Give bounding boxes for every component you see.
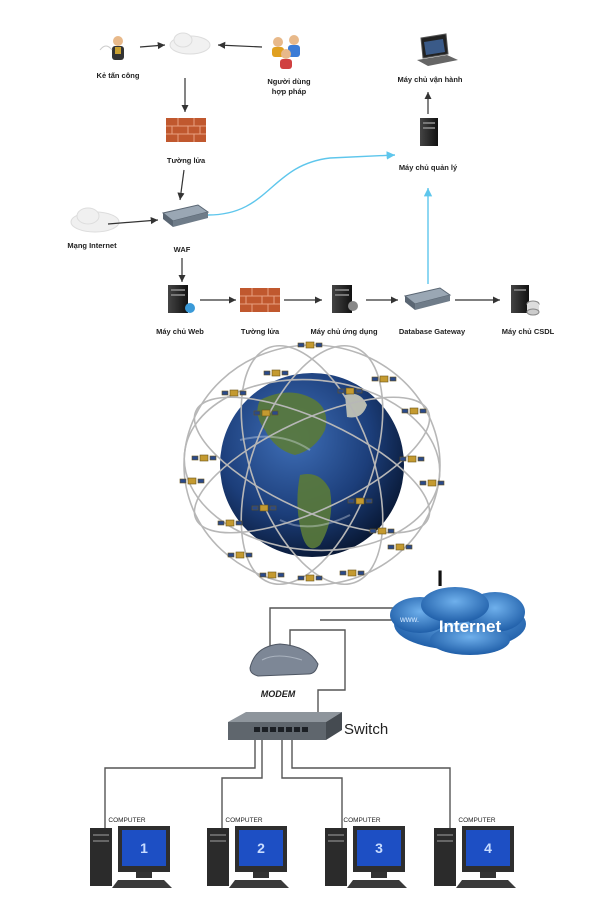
- db-gateway-label: Database Gateway: [399, 327, 466, 336]
- satellites: [179, 341, 445, 582]
- mgmt-server-label: Máy chủ quản lý: [399, 163, 458, 172]
- switch-label: Switch: [344, 721, 388, 738]
- computer-icon: [207, 826, 289, 888]
- computer-number: 4: [484, 840, 492, 856]
- internet-cloud-left-icon: [70, 207, 120, 233]
- computer-4: COMPUTER 4: [434, 817, 516, 888]
- firewall-icon: [240, 288, 280, 312]
- computer-number: 2: [257, 840, 265, 856]
- waf-device-icon: [161, 204, 210, 227]
- computer-number: 3: [375, 840, 383, 856]
- gateway-device-icon: [403, 287, 452, 310]
- firewall-to-waf-arrow: [177, 169, 185, 201]
- legit-user-label-2: hợp pháp: [272, 87, 307, 96]
- computer-2: COMPUTER 2: [207, 817, 289, 888]
- satellite-icon: [387, 543, 413, 551]
- modem-label: MODEM: [261, 689, 296, 699]
- user-to-cloud-arrow: [217, 41, 263, 49]
- computer-1: COMPUTER 1: [90, 817, 172, 888]
- app-server-icon: [332, 285, 358, 313]
- waf-node: WAF: [161, 204, 210, 254]
- mgmt-server-node: Máy chủ quản lý: [399, 118, 458, 172]
- computer-label: COMPUTER: [458, 817, 496, 824]
- users-group-icon: [272, 35, 300, 69]
- switch-node: Switch: [228, 712, 388, 740]
- satellite-icon: [347, 497, 373, 505]
- satellite-icon: [253, 409, 279, 417]
- attacker-node: Kẻ tấn công: [97, 36, 140, 80]
- computer-icon: [325, 826, 407, 888]
- computer-label: COMPUTER: [225, 817, 263, 824]
- web-server-icon: [168, 285, 195, 313]
- modem-icon: [249, 643, 319, 677]
- cloud-swirls: [239, 435, 351, 528]
- satellite-icon: [259, 571, 285, 579]
- internet-to-waf-arrow: [107, 216, 159, 225]
- satellite-icon: [191, 454, 217, 462]
- satellite-icon: [401, 407, 427, 415]
- computer-icon: [90, 826, 172, 888]
- db-server-node: Máy chủ CSDL: [502, 285, 555, 336]
- satellite-icon: [337, 387, 363, 395]
- satellite-icon: [297, 341, 323, 349]
- firewall-top-node: Tường lửa: [166, 118, 206, 165]
- waf-to-mgmt-cyan-arrow: [207, 151, 396, 216]
- satellite-icon: [419, 479, 445, 487]
- attacker-icon: [99, 36, 124, 60]
- firewall-top-label: Tường lửa: [167, 156, 206, 165]
- app-server-node: Máy chủ ứng dụng: [310, 285, 378, 336]
- legit-user-label-1: Người dùng: [267, 77, 311, 86]
- cloud-small-text: www.: [399, 615, 419, 624]
- satellite-icon: [339, 569, 365, 577]
- legit-user-node: Người dùng hợp pháp: [267, 35, 311, 96]
- satellite-icon: [371, 375, 397, 383]
- cloud-label: Internet: [439, 617, 502, 636]
- web-server-node: Máy chủ Web: [156, 285, 204, 336]
- computer-3: COMPUTER 3: [325, 817, 407, 888]
- db-gateway-node: Database Gateway: [399, 287, 466, 336]
- satellite-icon: [221, 389, 247, 397]
- satellite-icon: [369, 527, 395, 535]
- computer-number: 1: [140, 840, 148, 856]
- computer-icon: [434, 826, 516, 888]
- internet-cloud-top-icon: [169, 32, 211, 55]
- attacker-label: Kẻ tấn công: [97, 71, 140, 80]
- modem-node: MODEM: [249, 643, 319, 699]
- lan-network: www. Internet MODEM: [90, 587, 526, 888]
- laptop-icon: [417, 33, 458, 66]
- network-cables: [104, 607, 451, 840]
- satellite-globe: [179, 341, 445, 586]
- switch-icon: [228, 712, 342, 740]
- continents: [257, 392, 367, 549]
- satellite-icon: [217, 519, 243, 527]
- divider-mark: I: [437, 566, 443, 591]
- ops-server-node: Máy chủ vận hành: [397, 33, 463, 84]
- firewall-icon: [166, 118, 206, 142]
- satellite-icon: [297, 574, 323, 582]
- db-server-label: Máy chủ CSDL: [502, 327, 555, 336]
- computer-label: COMPUTER: [108, 817, 146, 824]
- orbit-rings: [183, 344, 441, 586]
- firewall-bottom-label: Tường lửa: [241, 327, 280, 336]
- satellite-icon: [399, 455, 425, 463]
- ops-server-label: Máy chủ vận hành: [397, 75, 462, 84]
- waf-label: WAF: [174, 245, 191, 254]
- satellite-icon: [227, 551, 253, 559]
- db-server-icon: [511, 285, 540, 316]
- computer-label: COMPUTER: [343, 817, 381, 824]
- internet-label: Mạng Internet: [67, 241, 117, 250]
- web-server-label: Máy chủ Web: [156, 327, 204, 336]
- app-server-label: Máy chủ ứng dụng: [310, 327, 378, 336]
- cloud-icon: [390, 587, 526, 655]
- satellite-icon: [179, 477, 205, 485]
- mgmt-server-icon: [420, 118, 438, 146]
- internet-cloud: www. Internet: [390, 587, 526, 655]
- attacker-to-cloud-arrow: [139, 41, 166, 50]
- satellite-icon: [263, 369, 289, 377]
- firewall-bottom-node: Tường lửa: [240, 288, 280, 336]
- security-architecture: Kẻ tấn công Người dùng hợp pháp: [67, 32, 555, 336]
- satellite-icon: [251, 504, 277, 512]
